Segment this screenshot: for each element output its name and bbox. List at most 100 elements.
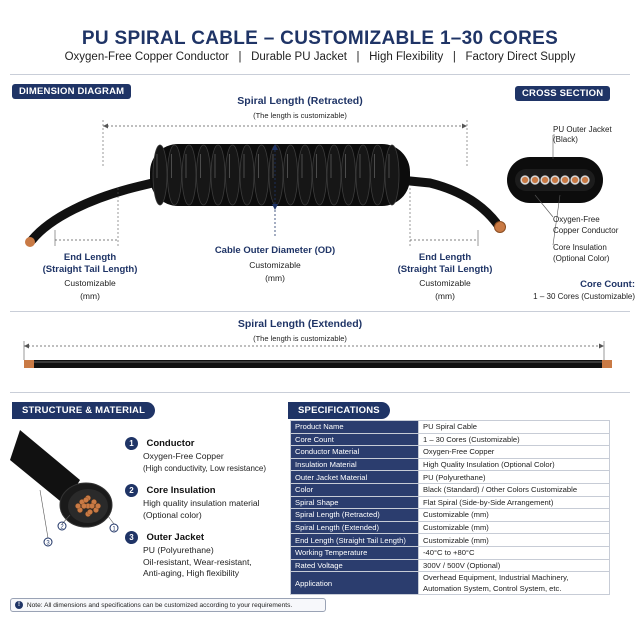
end-left-note: Customizable: [64, 278, 116, 288]
structure-badge: STRUCTURE & MATERIAL: [12, 402, 156, 419]
copper-strand: [81, 503, 87, 509]
conductor-label: Oxygen-Free: [553, 215, 600, 224]
arrow-left-icon: [103, 123, 108, 129]
spec-key: Spiral Length (Extended): [290, 520, 419, 535]
coil-ring: [326, 144, 342, 206]
coil-ring: [341, 144, 356, 206]
spec-key: Spiral Length (Retracted): [290, 508, 419, 522]
end-right-note: Customizable: [419, 278, 471, 288]
od-title: Cable Outer Diameter (OD): [214, 245, 336, 256]
coil-ring: [196, 144, 211, 206]
spec-row: End Length (Straight Tail Length)Customi…: [290, 533, 610, 547]
extended-title: Spiral Length (Extended): [237, 318, 363, 330]
extended-note: (The length is customizable): [253, 334, 347, 343]
spec-value: Customizable (mm): [418, 520, 610, 535]
structure-item: 2 Core Insulation High quality insulatio…: [125, 480, 285, 521]
core-conductor: [551, 176, 559, 184]
arrow-right-icon: [462, 123, 467, 129]
section-divider: [10, 392, 630, 393]
cross-section-cores: [520, 175, 590, 185]
spec-key: Insulation Material: [290, 457, 419, 472]
od-note: Customizable: [249, 260, 301, 270]
end-left-subtitle: (Straight Tail Length): [42, 264, 138, 275]
marker-3-label: 3: [46, 541, 50, 547]
feature-item: Factory Direct Supply: [465, 51, 576, 63]
copper-end-left: [25, 237, 35, 247]
marker-2: [57, 521, 67, 531]
spec-key: Spiral Shape: [290, 495, 419, 510]
spec-value: -40°C to +80°C: [418, 545, 610, 560]
spec-key: Conductor Material: [290, 445, 419, 459]
retracted-title: Spiral Length (Retracted): [237, 95, 363, 107]
core-count-title: Core Count:: [580, 279, 635, 290]
item-title: Conductor: [146, 438, 195, 449]
coil-ring: [152, 144, 168, 206]
copper-strand: [89, 503, 95, 509]
copper-strand: [95, 503, 101, 509]
end-left-title: End Length: [63, 252, 117, 263]
coil-ring: [239, 144, 255, 206]
spec-value: PU Spiral Cable: [418, 420, 610, 434]
spiral-cable-diagram: [25, 120, 500, 247]
coil-ring: [210, 144, 226, 206]
copper-end-right: [494, 221, 506, 233]
info-icon: !: [15, 601, 23, 609]
cable-jacket: [10, 430, 80, 505]
extended-cable-diagram: [23, 341, 612, 368]
coil-ring: [225, 144, 240, 206]
spec-value: Overhead Equipment, Industrial Machinery…: [418, 571, 610, 596]
spec-key: Working Temperature: [290, 545, 419, 560]
section-divider: [10, 311, 630, 312]
coil-ring: [355, 144, 371, 206]
header-divider: [10, 74, 630, 75]
spec-value: Flat Spiral (Side-by-Side Arrangement): [418, 495, 610, 510]
jacket-sublabel: (Black): [553, 135, 578, 144]
structure-item: 3 Outer Jacket PU (Polyurethane) Oil-res…: [125, 527, 285, 580]
coil-ring: [384, 144, 400, 206]
spec-value: 1 – 30 Cores (Customizable): [418, 432, 610, 447]
spec-row: Spiral Length (Retracted)Customizable (m…: [290, 508, 610, 522]
insulation-label: Core Insulation: [553, 243, 607, 252]
retracted-note: (The length is customizable): [253, 111, 347, 120]
spec-value: Oxygen-Free Copper: [418, 445, 610, 459]
spec-value: Customizable (mm): [418, 533, 610, 547]
item-line: Anti-aging, High flexibility: [143, 568, 240, 578]
end-right-subtitle: (Straight Tail Length): [397, 264, 493, 275]
page-title: PU SPIRAL CABLE – CUSTOMIZABLE 1–30 CORE…: [81, 28, 559, 49]
spec-value-line: Automation System, Control System, etc.: [423, 584, 562, 594]
spec-key: Core Count: [290, 432, 419, 447]
item-line: High quality insulation material: [143, 498, 260, 508]
feature-item: Oxygen-Free Copper Conductor: [64, 51, 229, 63]
conductor-leader-line: [534, 194, 554, 218]
marker-3: [43, 537, 53, 547]
jacket-label: PU Outer Jacket: [553, 125, 612, 134]
feature-separator: |: [452, 51, 456, 63]
spec-value-line: Overhead Equipment, Industrial Machinery…: [423, 573, 569, 583]
item-number: 3: [125, 531, 138, 544]
item-line: PU (Polyurethane): [143, 545, 214, 555]
spec-value: High Quality Insulation (Optional Color): [418, 457, 610, 472]
copper-strand: [75, 503, 81, 509]
note-text: Note: All dimensions and specifications …: [26, 601, 293, 609]
coil-ring: [254, 144, 269, 206]
structure-item: 1 Conductor Oxygen-Free Copper (High con…: [125, 433, 285, 474]
copper-end-right: [602, 360, 612, 368]
spec-row: Working Temperature-40°C to +80°C: [290, 545, 610, 560]
spec-key: Color: [290, 482, 419, 497]
spec-key: Outer Jacket Material: [290, 470, 419, 484]
core-conductor: [521, 176, 529, 184]
cross-section-diagram: [507, 134, 603, 246]
coil-ring: [167, 144, 182, 206]
item-line: Oil-resistant, Wear-resistant,: [143, 556, 252, 567]
end-right-unit: (mm): [435, 291, 455, 301]
coil-ring: [268, 144, 284, 206]
copper-strands: [75, 495, 101, 517]
marker-2-label: 2: [60, 525, 64, 531]
